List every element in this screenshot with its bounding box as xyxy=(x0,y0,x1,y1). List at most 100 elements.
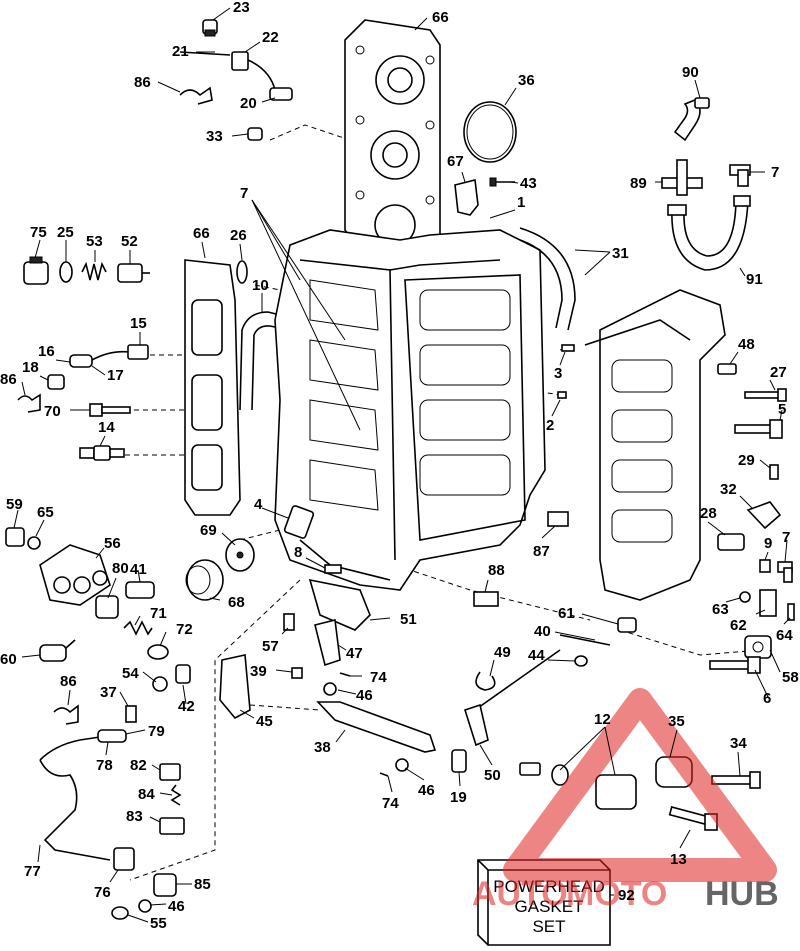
callout-33: 33 xyxy=(206,128,223,145)
block-87 xyxy=(547,511,569,527)
thermostat-housing-56 xyxy=(39,544,111,606)
washer-25 xyxy=(59,261,73,283)
callout-31: 31 xyxy=(612,245,629,262)
callout-63: 63 xyxy=(712,601,729,618)
callout-85: 85 xyxy=(194,876,211,893)
callout-74-low: 74 xyxy=(382,795,399,812)
spring-71 xyxy=(123,620,153,636)
bushing-4 xyxy=(283,505,315,539)
bolt-6 xyxy=(709,656,761,674)
callout-23: 23 xyxy=(233,0,250,16)
callout-46-bottom: 46 xyxy=(168,898,185,915)
elbow-7-right xyxy=(777,561,793,583)
hose-10 xyxy=(239,311,281,411)
spring-53 xyxy=(81,261,107,281)
pin-74-low xyxy=(379,772,389,777)
callout-66-left: 66 xyxy=(193,225,210,242)
sensor-76 xyxy=(113,847,135,871)
callout-48: 48 xyxy=(738,336,755,353)
dowel-3 xyxy=(561,344,575,352)
sensor-85 xyxy=(153,873,177,897)
callout-86: 86 xyxy=(134,74,151,91)
callout-66: 66 xyxy=(432,9,449,26)
fitting-28 xyxy=(717,533,745,551)
spark-plug-14 xyxy=(79,445,125,461)
clamp-41 xyxy=(125,581,155,599)
washer-46-mid xyxy=(323,682,337,696)
callout-17: 17 xyxy=(107,367,124,384)
callout-36: 36 xyxy=(518,72,535,89)
washer-44 xyxy=(574,655,588,667)
callout-22: 22 xyxy=(262,29,279,46)
washer-69 xyxy=(225,538,255,572)
nut-18 xyxy=(47,374,65,390)
callout-21: 21 xyxy=(172,43,189,60)
thermostat-80 xyxy=(95,595,119,619)
callout-39: 39 xyxy=(250,663,267,680)
fitting-75 xyxy=(23,256,49,285)
callout-43: 43 xyxy=(520,175,537,192)
callout-83: 83 xyxy=(126,808,143,825)
pin-2 xyxy=(557,391,567,399)
callout-3: 3 xyxy=(554,365,562,382)
callout-labels: 23 21 22 86 20 33 66 36 90 67 43 89 7 7 … xyxy=(0,0,799,932)
callout-19: 19 xyxy=(450,789,467,806)
callout-92: 92 xyxy=(618,887,635,904)
callout-86-lower: 86 xyxy=(60,673,77,690)
bolt-27 xyxy=(744,388,787,402)
washer-63 xyxy=(739,591,751,603)
washer-54 xyxy=(152,676,168,692)
callout-8: 8 xyxy=(294,544,302,561)
callout-69: 69 xyxy=(200,522,217,539)
callout-14: 14 xyxy=(98,419,115,436)
bolt-34 xyxy=(711,771,761,789)
bolt-70 xyxy=(89,403,131,417)
connector-21-22 xyxy=(179,51,293,101)
callout-53: 53 xyxy=(86,233,103,250)
callout-65: 65 xyxy=(37,504,54,521)
hose-91 xyxy=(667,195,751,271)
bracket-62 xyxy=(759,589,777,617)
callout-78: 78 xyxy=(96,757,113,774)
callout-49: 49 xyxy=(494,644,511,661)
clamp-60 xyxy=(39,639,76,662)
watermark: AUTO MOTO HUB xyxy=(472,688,779,913)
washer-55 xyxy=(111,906,129,920)
callout-7-top: 7 xyxy=(771,164,779,181)
callout-leaders xyxy=(13,7,791,923)
crankcase-block-1 xyxy=(274,229,546,591)
bolt-5 xyxy=(734,419,783,439)
callout-91: 91 xyxy=(746,271,763,288)
callout-10: 10 xyxy=(252,277,269,294)
callout-4: 4 xyxy=(254,496,263,513)
callout-28: 28 xyxy=(700,505,717,522)
valve-52 xyxy=(117,263,150,283)
switch-82 xyxy=(159,763,181,781)
callout-57: 57 xyxy=(262,638,279,655)
callout-42: 42 xyxy=(178,698,195,715)
callout-1: 1 xyxy=(517,194,525,211)
callout-64: 64 xyxy=(776,627,793,644)
block-88 xyxy=(473,591,499,607)
watermark-hub: HUB xyxy=(705,875,779,913)
sensor-plug-23 xyxy=(202,19,218,37)
rod-40 xyxy=(559,634,611,646)
callout-40: 40 xyxy=(534,623,551,640)
callout-52: 52 xyxy=(121,233,138,250)
callout-77: 77 xyxy=(24,863,41,880)
callout-46-low: 46 xyxy=(418,782,435,799)
screw-39 xyxy=(291,667,303,679)
callout-71: 71 xyxy=(150,605,167,622)
callout-90: 90 xyxy=(682,64,699,81)
callout-5: 5 xyxy=(778,401,786,418)
leader-lines-7 xyxy=(251,199,361,431)
bracket-32 xyxy=(746,501,782,530)
callout-26: 26 xyxy=(230,227,247,244)
callout-50: 50 xyxy=(484,767,501,784)
bracket-51 xyxy=(308,578,371,631)
o-ring-26 xyxy=(236,260,248,284)
elbow-fitting-7-top xyxy=(729,164,751,187)
gasket-set-line2: GASKET xyxy=(515,897,584,916)
clip-49 xyxy=(475,671,496,691)
